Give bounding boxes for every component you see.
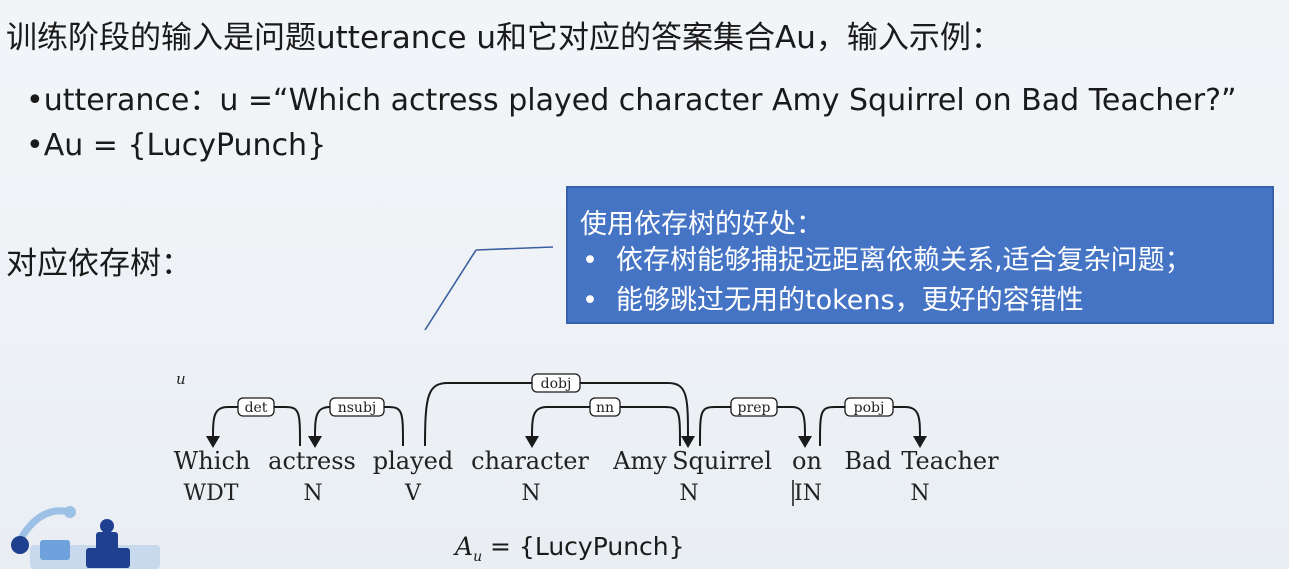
word-token: played — [373, 447, 453, 475]
benefits-callout: 使用依存树的好处： •依存树能够捕捉远距离依赖关系,适合复杂问题； •能够跳过无… — [566, 186, 1274, 324]
callout-pointer-line — [424, 249, 477, 331]
callout-item-text: 依存树能够捕捉远距离依赖关系,适合复杂问题； — [616, 245, 1192, 276]
arrowhead — [308, 436, 322, 448]
relation-label-box — [237, 397, 275, 417]
answer-set-formula: Au = {LucyPunch} — [455, 532, 685, 565]
relation-label-nn: nn — [596, 400, 614, 416]
arrowhead — [206, 436, 220, 448]
utterance-bullet: •utterance：u =“Which actress played char… — [26, 83, 1237, 118]
relation-label-pobj: pobj — [854, 400, 885, 416]
arrowhead — [681, 436, 695, 448]
word-token: Amy — [612, 447, 667, 475]
callout-item: •能够跳过无用的tokens，更好的容错性 — [582, 285, 1084, 316]
word-token: Teacher — [901, 447, 999, 475]
word-token: Bad — [844, 447, 891, 475]
relation-label-dobj: dobj — [541, 376, 572, 392]
callout-title: 使用依存树的好处： — [580, 209, 823, 240]
word-token: character — [471, 447, 589, 475]
relation-label-det: det — [245, 400, 268, 416]
dependency-tree-title: 对应依存树： — [6, 246, 192, 282]
answer-value: = {LucyPunch} — [482, 532, 685, 561]
word-token: on — [792, 447, 822, 475]
answer-subscript: u — [473, 549, 483, 565]
callout-item: •依存树能够捕捉远距离依赖关系,适合复杂问题； — [582, 245, 1192, 276]
answer-set-bullet: •Au = {LucyPunch} — [26, 128, 327, 163]
pos-tag: WDT — [184, 481, 239, 506]
pos-tag: N — [521, 481, 540, 506]
word-token: Which — [174, 447, 251, 475]
robot-arm-illustration — [11, 506, 160, 569]
relation-label-box — [531, 373, 581, 393]
callout-item-text: 能够跳过无用的tokens，更好的容错性 — [616, 285, 1084, 316]
pos-tag: N — [303, 481, 322, 506]
relation-label-box — [589, 397, 621, 417]
relation-label-prep: prep — [738, 400, 771, 416]
arrowhead — [798, 436, 812, 448]
answer-symbol: A — [455, 532, 474, 561]
arc-dobj — [424, 382, 689, 447]
pos-tag: N — [679, 481, 698, 506]
relation-label-nsubj: nsubj — [338, 400, 377, 416]
relation-label-box — [329, 397, 385, 417]
word-token: Squirrel — [672, 447, 772, 475]
arrowhead — [525, 436, 539, 448]
callout-pointer-line — [475, 246, 554, 251]
slide-heading: 训练阶段的输入是问题utterance u和它对应的答案集合Au，输入示例： — [6, 20, 1002, 56]
relation-label-box — [730, 397, 778, 417]
pos-tag: N — [910, 481, 929, 506]
pos-tag: IN — [794, 481, 822, 506]
word-token: actress — [268, 447, 356, 475]
utterance-symbol: u — [176, 370, 186, 388]
arrowhead — [913, 436, 927, 448]
relation-label-box — [844, 397, 894, 417]
pos-tag: V — [404, 481, 422, 506]
